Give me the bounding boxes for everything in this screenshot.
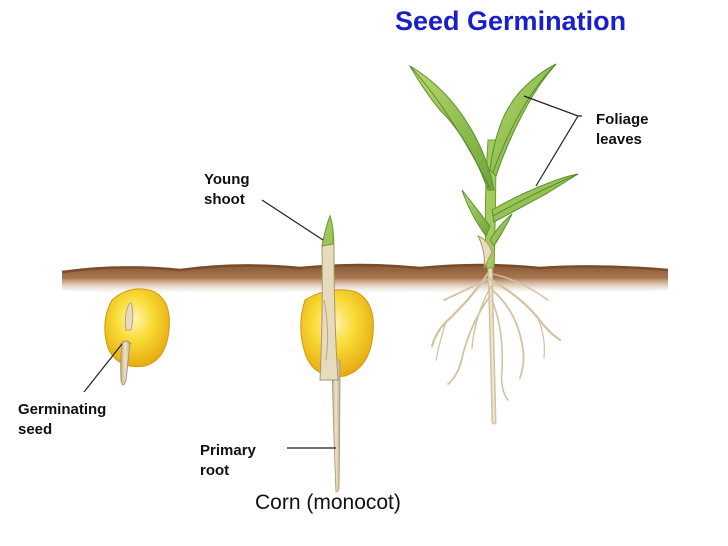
label-root-line2: root xyxy=(200,462,230,479)
soil-layer xyxy=(61,263,669,294)
label-foliage-line2: leaves xyxy=(596,131,642,148)
seedling-foliage xyxy=(408,63,579,425)
label-root-line1: Primary xyxy=(200,442,256,459)
label-shoot-line1: Young xyxy=(204,171,250,188)
label-primary-root: Primary root xyxy=(200,441,256,481)
germinating-seed xyxy=(104,288,170,386)
label-germinating-seed: Germinating seed xyxy=(18,400,106,440)
label-germinating-line1: Germinating xyxy=(18,401,107,418)
label-young-shoot: Young shoot xyxy=(204,170,250,210)
diagram-title: Seed Germination xyxy=(395,6,627,36)
leader-lines xyxy=(83,95,582,449)
seedling-young-shoot xyxy=(300,214,374,493)
label-foliage-leaves: Foliage leaves xyxy=(596,110,649,150)
label-shoot-line2: shoot xyxy=(204,191,245,208)
diagram-caption: Corn (monocot) xyxy=(255,491,401,514)
label-foliage-line1: Foliage xyxy=(596,111,649,128)
label-germinating-line2: seed xyxy=(18,421,53,438)
